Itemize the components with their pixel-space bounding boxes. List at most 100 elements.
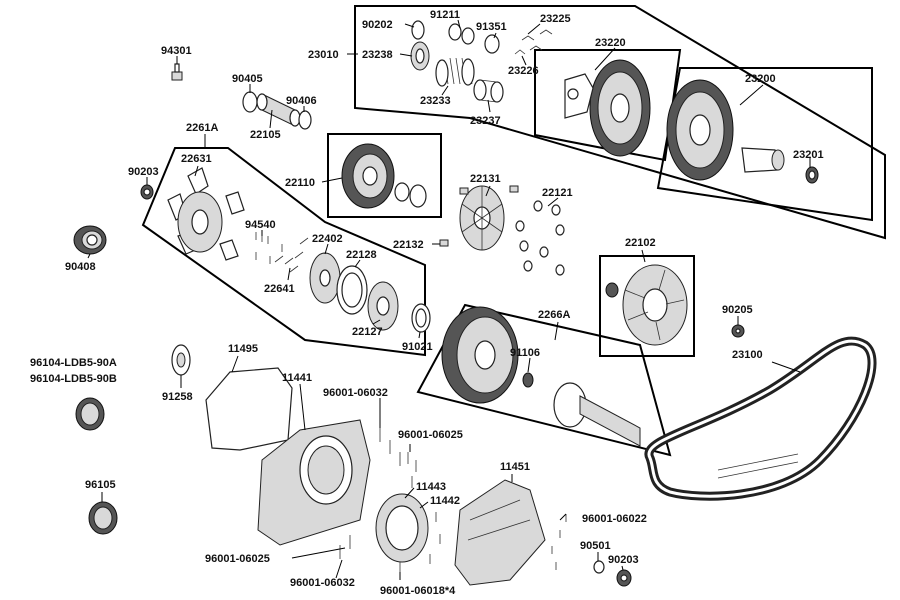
part-seal-90408: [73, 225, 107, 255]
frame-22102: [599, 255, 695, 357]
part-ring-91211: [448, 23, 475, 45]
label-23225: 23225: [540, 13, 571, 25]
label-91351: 91351: [476, 21, 507, 33]
part-bolts-96001-06025: [407, 452, 417, 488]
frame-2266A: [416, 303, 672, 457]
part-bolts-96001-06032: [339, 428, 401, 559]
part-pins-94540: [255, 232, 283, 264]
label-22127: 22127: [352, 326, 383, 338]
label-90501: 90501: [580, 540, 611, 552]
part-ring-90405: [242, 91, 258, 113]
part-plate-22128: [336, 265, 368, 315]
part-bearing-23201: [805, 166, 819, 184]
label-90202: 90202: [362, 19, 393, 31]
part-cover-11443: [375, 493, 429, 563]
label-22110: 22110: [285, 177, 315, 189]
label-2261A: 2261A: [186, 122, 218, 134]
part-sliders-22132: [439, 185, 519, 247]
part-bolt-94301: [171, 63, 183, 81]
part-pulley-2266A: [441, 306, 641, 447]
part-variator-22131: [459, 185, 505, 251]
label-22132: 22132: [393, 239, 424, 251]
label-90205: 90205: [722, 304, 753, 316]
label-22121: 22121: [542, 187, 573, 199]
label-94301: 94301: [161, 45, 192, 57]
label-96001-06032-top: 96001-06032: [323, 387, 388, 399]
label-91258: 91258: [162, 391, 193, 403]
leader-lines: [87, 19, 811, 580]
label-96001-06022: 96001-06022: [582, 513, 647, 525]
label-11443: 11443: [416, 481, 446, 493]
frame-23220: [534, 49, 682, 162]
label-91106: 91106: [510, 347, 540, 359]
part-bolts-96001-06018: [399, 512, 441, 572]
label-2266A: 2266A: [538, 309, 570, 321]
part-drum-22110: [341, 143, 427, 209]
label-91211: 91211: [430, 9, 460, 21]
label-22402: 22402: [312, 233, 343, 245]
label-23226: 23226: [508, 65, 539, 77]
label-22128: 22128: [346, 249, 377, 261]
frame-23200: [656, 67, 873, 222]
part-rollers-22121: [515, 200, 565, 276]
part-washer-23238: [410, 41, 430, 71]
part-ring-91351: [484, 34, 500, 54]
label-96104-b: 96104-LDB5-90B: [30, 373, 117, 385]
label-94540: 94540: [245, 219, 276, 231]
label-90405: 90405: [232, 73, 263, 85]
label-23201: 23201: [793, 149, 824, 161]
label-96104-a: 96104-LDB5-90A: [30, 357, 117, 369]
part-belt-23100: [644, 336, 877, 501]
label-23238: 23238: [362, 49, 393, 61]
label-23237: 23237: [470, 115, 501, 127]
part-seal-96105: [88, 501, 118, 535]
label-90203-bottom: 90203: [608, 554, 639, 566]
label-22131: 22131: [470, 173, 501, 185]
part-pins-23225: [514, 29, 553, 55]
part-spring-23233: [435, 57, 475, 87]
part-springs-22641: [274, 237, 309, 273]
frame-23010: [354, 5, 886, 240]
label-90203-top: 90203: [128, 166, 159, 178]
part-collar-23237: [473, 79, 504, 103]
label-23220: 23220: [595, 37, 626, 49]
part-pulley-23200: [666, 79, 785, 181]
label-11451: 11451: [500, 461, 530, 473]
label-22641: 22641: [264, 283, 295, 295]
part-washer-91258: [171, 344, 191, 376]
part-ring-90406: [298, 110, 312, 130]
label-91021: 91021: [402, 341, 433, 353]
part-sleeve-22105: [256, 93, 301, 127]
part-nut-90203-top: [140, 184, 154, 200]
label-11442: 11442: [430, 495, 460, 507]
label-11441: 11441: [282, 372, 312, 384]
part-cover-11451: [454, 479, 546, 586]
label-22102: 22102: [625, 237, 656, 249]
part-nut-90205: [731, 324, 745, 338]
label-96001-06032-bottom: 96001-06032: [290, 577, 355, 589]
label-22105: 22105: [250, 129, 281, 141]
part-labels: 90202 91211 91351 23225 23010 23238 2322…: [30, 9, 824, 597]
label-23010: 23010: [308, 49, 339, 61]
part-pulley-23220: [564, 59, 651, 157]
label-11495: 11495: [228, 343, 258, 355]
label-23200: 23200: [745, 73, 776, 85]
part-plate-22127: [367, 281, 399, 331]
part-clutch-22631: [167, 167, 245, 261]
label-96001-06025-top: 96001-06025: [398, 429, 463, 441]
part-seal-96104: [75, 397, 105, 431]
part-bolts-96001-06022: [551, 514, 567, 570]
part-plate-22402: [309, 252, 341, 304]
label-23233: 23233: [420, 95, 451, 107]
label-23100: 23100: [732, 349, 763, 361]
part-fan-22102: [605, 264, 688, 346]
frame-22110: [327, 133, 442, 218]
label-96001-06018: 96001-06018*4: [380, 585, 456, 597]
label-90406: 90406: [286, 95, 317, 107]
label-96001-06025-bottom: 96001-06025: [205, 553, 270, 565]
part-nut-90203-bottom: [616, 569, 632, 587]
part-ring-91021: [411, 303, 431, 333]
part-ring-90202: [411, 20, 425, 40]
label-22631: 22631: [181, 153, 212, 165]
